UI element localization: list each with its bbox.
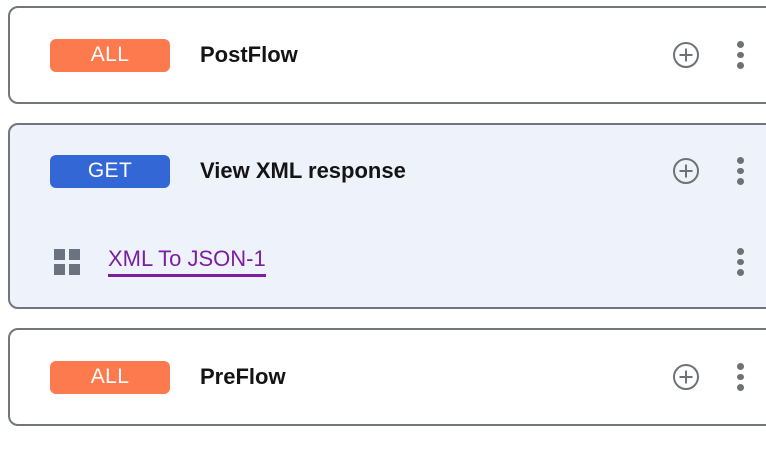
row-actions [672,157,752,186]
kebab-dot [736,384,744,392]
kebab-menu-icon[interactable] [728,157,752,186]
verb-badge-all: ALL [50,360,170,394]
flow-list: ALL PostFlow GET View XML r [8,6,766,426]
kebab-dot [736,248,744,255]
plus-circle-icon[interactable] [672,41,700,69]
card-spacer [8,309,766,328]
flow-title: View XML response [200,158,406,183]
verb-badge-all: ALL [50,38,170,72]
kebab-dot [736,167,744,175]
kebab-dot [736,363,744,370]
kebab-menu-icon[interactable] [728,363,752,392]
kebab-menu-icon[interactable] [728,41,752,70]
grid-squares-icon [54,249,80,275]
row-actions [700,248,752,277]
policy-row-xml-to-json-1[interactable]: XML To JSON-1 [10,217,766,307]
kebab-dot [736,62,744,70]
kebab-dot [736,41,744,48]
grid-square [69,264,80,275]
kebab-dot [736,373,744,381]
card-spacer [8,104,766,123]
grid-square [69,249,80,260]
verb-badge-get: GET [50,154,170,188]
flow-row[interactable]: GET View XML response [10,125,766,217]
flow-title: PostFlow [200,42,298,67]
row-actions [672,41,752,70]
flow-card-postflow[interactable]: ALL PostFlow [8,6,766,104]
kebab-dot [736,157,744,164]
flow-card-view-xml-response[interactable]: GET View XML response [8,123,766,309]
grid-square [54,249,65,260]
row-actions [672,363,752,392]
kebab-dot [736,51,744,59]
plus-circle-icon[interactable] [672,363,700,391]
kebab-dot [736,178,744,186]
flow-row[interactable]: ALL PostFlow [10,8,766,102]
flow-title: PreFlow [200,364,286,389]
flow-row[interactable]: ALL PreFlow [10,330,766,424]
policy-link-xml-to-json-1[interactable]: XML To JSON-1 [108,247,266,277]
flow-card-preflow[interactable]: ALL PreFlow [8,328,766,426]
kebab-menu-icon[interactable] [728,248,752,277]
grid-square [54,264,65,275]
kebab-dot [736,258,744,266]
plus-circle-icon[interactable] [672,157,700,185]
kebab-dot [736,269,744,277]
